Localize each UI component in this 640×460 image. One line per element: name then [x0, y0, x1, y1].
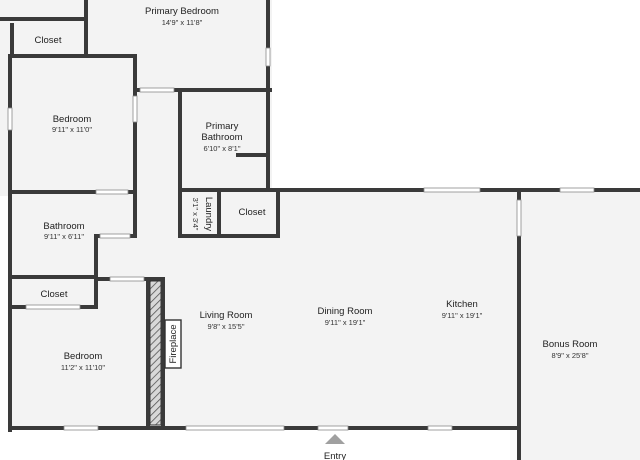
bedroom-2-label: Bedroom [64, 351, 103, 362]
primary-bedroom-label: Primary Bedroom [145, 6, 219, 17]
bonus-room-label: Bonus Room [543, 339, 598, 350]
primary-bathroom-dims: 6'10" x 8'1" [204, 144, 241, 153]
kitchen-dims: 9'11" x 19'1" [442, 311, 483, 320]
fireplace-label: Fireplace [168, 324, 179, 363]
bedroom-2-dims: 11'2" x 11'10" [61, 363, 106, 372]
room-labels: Primary Bedroom 14'9" x 11'8" Closet Bed… [35, 6, 598, 460]
primary-bedroom-dims: 14'9" x 11'8" [162, 18, 203, 27]
entry-arrow-icon [325, 434, 345, 444]
bedroom-1-dims: 9'11" x 11'0" [52, 125, 92, 134]
dining-room-dims: 9'11" x 19'1" [325, 318, 366, 327]
kitchen-label: Kitchen [446, 299, 478, 310]
entry-label: Entry [324, 451, 346, 460]
closet-top-label: Closet [35, 35, 62, 46]
closet-low-label: Closet [41, 289, 68, 300]
living-room-label: Living Room [200, 310, 253, 321]
bedroom-1-label: Bedroom [53, 114, 92, 125]
fireplace-box [164, 319, 182, 369]
bonus-room-dims: 8'9" x 25'8" [552, 351, 589, 360]
windows [7, 47, 595, 431]
living-room-dims: 9'8" x 15'5" [208, 322, 245, 331]
bathroom-dims: 9'11" x 6'11" [44, 232, 84, 241]
dining-room-label: Dining Room [318, 306, 373, 317]
laundry-dims: 3'1" x 3'4" [191, 198, 200, 231]
laundry-label: Laundry [203, 197, 214, 232]
primary-bathroom-label-1: Primary [206, 121, 239, 132]
bathroom-label: Bathroom [43, 221, 84, 232]
closet-mid-label: Closet [239, 207, 266, 218]
primary-bathroom-label-2: Bathroom [201, 132, 242, 143]
